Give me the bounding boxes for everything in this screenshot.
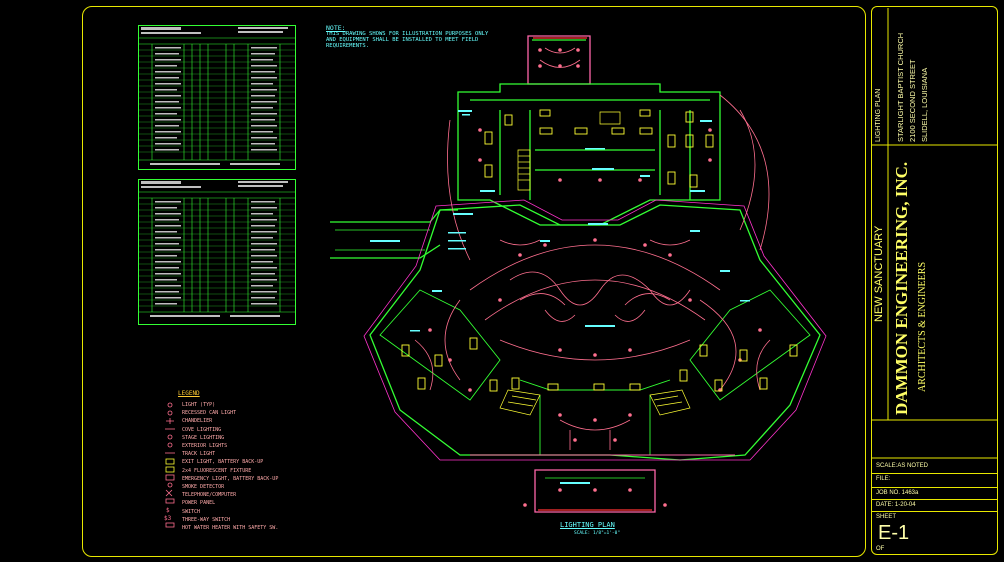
- schedule-b-rows: [138, 203, 296, 307]
- tb-project: NEW SANCTUARY: [873, 225, 885, 322]
- general-note: NOTE: THIS DRAWING SHOWS FOR ILLUSTRATIO…: [326, 25, 496, 49]
- legend-item: TRACK LIGHT: [182, 451, 216, 458]
- svg-text:$: $: [166, 507, 170, 514]
- light-fixtures-dots: [428, 48, 762, 507]
- title-block: LIGHTING PLAN STARLIGHT BAPTIST CHURCH 2…: [871, 6, 998, 555]
- drawing-frame: [82, 6, 866, 557]
- tb-date: DATE: 1-20-04: [876, 502, 916, 508]
- tb-scale: SCALE:AS NOTED: [876, 463, 929, 469]
- legend-item: TELEPHONE/COMPUTER: [182, 492, 237, 499]
- legend-item: HOT WATER HEATER WITH SAFETY SW.: [182, 524, 279, 531]
- legend-symbols: $ $3: [164, 402, 175, 528]
- panel-schedule-a: [138, 25, 296, 170]
- stairs: [499, 111, 691, 416]
- legend-item: EMERGENCY LIGHT, BATTERY BACK-UP: [182, 475, 279, 482]
- tb-divider: [872, 499, 997, 500]
- note-text: THIS DRAWING SHOWS FOR ILLUSTRATION PURP…: [326, 31, 489, 49]
- legend-item: 2x4 FLUORESCENT FIXTURE: [182, 467, 252, 474]
- schedule-b-text-marks: [141, 181, 288, 317]
- tb-file: FILE:: [876, 476, 891, 482]
- tb-sheet-name: LIGHTING PLAN: [875, 88, 882, 142]
- floor-plan-walls: [330, 35, 821, 513]
- tb-client-line3: SLIDELL, LOUISIANA: [920, 67, 929, 142]
- tb-job: JOB NO. 1463a: [876, 490, 919, 496]
- schedule-a-text-marks: [141, 27, 288, 165]
- legend-item: COVE LIGHTING: [182, 426, 222, 433]
- tb-divider: [872, 487, 997, 488]
- legend-item: LIGHT (TYP): [182, 402, 216, 409]
- legend-item: CHANDELIER: [182, 418, 213, 425]
- tb-sheet-number: E-1: [878, 522, 910, 544]
- note-title: NOTE:: [326, 24, 346, 32]
- legend-item: RECESSED CAN LIGHT: [182, 410, 237, 417]
- tb-client-line2: 2100 SECOND STREET: [908, 59, 917, 142]
- schedule-a-grid: [138, 37, 296, 161]
- tb-firm: DAMMON ENGINEERING, INC.: [892, 161, 911, 415]
- schedule-b-grid: [138, 191, 296, 313]
- legend-item: SWITCH: [182, 508, 201, 515]
- titleblock-lines: [871, 8, 998, 459]
- legend-item: STAGE LIGHTING: [182, 434, 225, 441]
- tb-client-line1: STARLIGHT BAPTIST CHURCH: [896, 32, 905, 142]
- window-bands: [533, 37, 652, 511]
- room-labels: [370, 110, 750, 484]
- tb-sheet-label: SHEET: [876, 514, 897, 520]
- tb-divider: [872, 473, 997, 474]
- legend-item: EXTERIOR LIGHTS: [182, 443, 228, 450]
- building-outline: [363, 199, 827, 461]
- fluorescent-fixtures: [401, 109, 798, 392]
- legend-item: EXIT LIGHT, BATTERY BACK-UP: [182, 459, 264, 466]
- legend-title: LEGEND: [178, 390, 200, 397]
- lighting-circuits: [414, 47, 771, 450]
- tb-firm-sub: ARCHITECTS & ENGINEERS: [917, 262, 928, 392]
- plan-scale: SCALE: 1/8"=1'-0": [574, 531, 621, 536]
- schedule-a-rows: [138, 49, 296, 153]
- plan-title: LIGHTING PLAN: [560, 521, 615, 529]
- legend-item: THREE-WAY SWITCH: [182, 516, 231, 523]
- legend-item: SMOKE DETECTOR: [182, 483, 225, 490]
- tb-divider: [872, 511, 997, 512]
- tb-of: OF: [876, 546, 885, 552]
- legend-item: POWER PANEL: [182, 500, 216, 507]
- svg-text:$3: $3: [164, 515, 172, 522]
